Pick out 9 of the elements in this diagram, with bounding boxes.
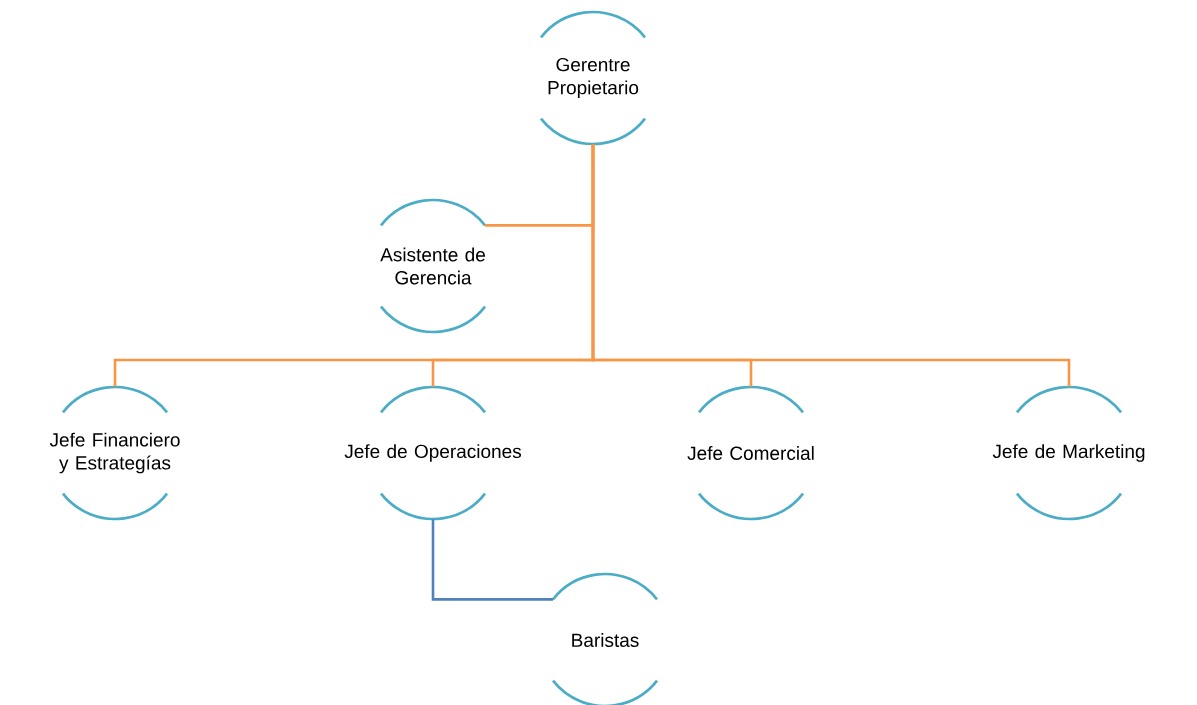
org-chart-node: Gerentre Propietario: [539, 10, 647, 146]
connector-line: [431, 519, 553, 601]
org-chart-node: Jefe de Operaciones: [344, 385, 521, 521]
connector-line: [591, 144, 1071, 387]
org-chart-node: Asistente de Gerencia: [379, 198, 487, 334]
org-chart-node: Jefe Comercial: [687, 385, 814, 521]
org-chart-node: Jefe de Marketing: [992, 385, 1145, 521]
org-chart-node: Jefe Financiero y Estrategías: [49, 385, 180, 521]
org-chart-node: Baristas: [551, 572, 659, 705]
